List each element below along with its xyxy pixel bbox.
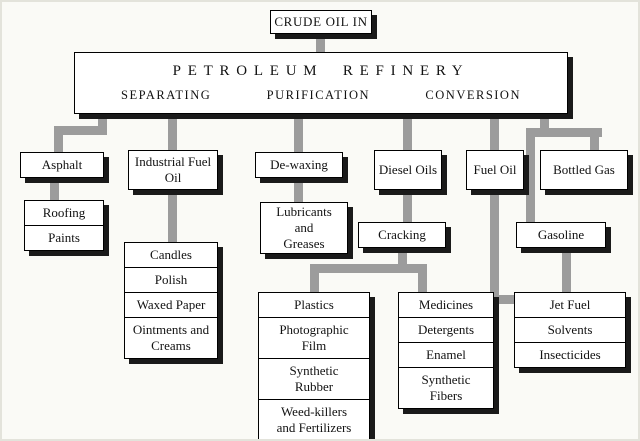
list-item: Synthetic Rubber — [259, 358, 369, 399]
refinery-process-row: SEPARATING PURIFICATION CONVERSION — [75, 79, 567, 103]
list-cracking-products-right: Medicines Detergents Enamel Synthetic Fi… — [398, 292, 494, 409]
connector-asphalt-to-roofing — [50, 178, 59, 202]
node-fuel-oil-label: Fuel Oil — [473, 162, 517, 177]
node-petroleum-refinery: PETROLEUM REFINERY SEPARATING PURIFICATI… — [74, 52, 568, 114]
list-item: Candles — [150, 247, 192, 262]
connector-ifo-to-candles — [168, 190, 177, 244]
node-asphalt: Asphalt — [20, 152, 104, 178]
node-gasoline-label: Gasoline — [537, 227, 585, 242]
connector-dewaxing-to-lubricants — [294, 178, 303, 204]
list-wax-products: Candles Polish Waxed Paper Ointments and… — [124, 242, 218, 359]
list-fuel-products: Jet Fuel Solvents Insecticides — [514, 292, 626, 368]
connector-fuel-oil-to-jetfuel — [490, 295, 520, 304]
list-item: Detergents — [399, 317, 493, 342]
list-asphalt-products: Roofing Paints — [24, 200, 104, 251]
list-item: Solvents — [515, 317, 625, 342]
connector-left-bar — [54, 126, 107, 135]
connector-to-bottled-gas — [590, 128, 599, 154]
list-item: Plastics — [294, 297, 334, 312]
connector-right-stub — [540, 113, 549, 133]
node-gasoline: Gasoline — [516, 222, 606, 248]
list-item: Waxed Paper — [125, 292, 217, 317]
node-bottled-gas-label: Bottled Gas — [553, 162, 615, 177]
list-item: Photographic Film — [259, 317, 369, 358]
process-separating: SEPARATING — [121, 88, 212, 102]
connector-to-fuel-oil — [490, 113, 499, 152]
list-item: Weed-killers and Fertilizers — [259, 399, 369, 439]
list-cracking-products-left: Plastics Photographic Film Synthetic Rub… — [258, 292, 370, 439]
connector-gasoline-to-fuel-products — [562, 248, 571, 294]
connector-fuel-oil-down — [490, 190, 499, 302]
node-de-waxing-label: De-waxing — [270, 157, 328, 172]
connector-to-plastics — [310, 264, 319, 294]
connector-to-medicines — [418, 264, 427, 294]
node-crude-oil-in: CRUDE OIL IN — [270, 10, 372, 34]
connector-to-industrial-fuel-oil — [168, 113, 177, 152]
list-item: Synthetic Fibers — [399, 367, 493, 408]
node-bottled-gas: Bottled Gas — [540, 150, 628, 190]
process-conversion: CONVERSION — [425, 88, 521, 102]
connector-right-bar — [526, 128, 602, 137]
node-cracking: Cracking — [358, 222, 446, 248]
node-diesel-oils: Diesel Oils — [374, 150, 442, 190]
list-item: Polish — [125, 267, 217, 292]
list-item: Enamel — [399, 342, 493, 367]
node-lubricants-and-greases: Lubricants and Greases — [260, 202, 348, 254]
list-item: Roofing — [42, 205, 86, 220]
node-diesel-oils-label: Diesel Oils — [378, 162, 438, 177]
connector-to-asphalt — [54, 126, 63, 154]
node-fuel-oil: Fuel Oil — [466, 150, 524, 190]
node-lubricants-label: Lubricants and Greases — [276, 204, 332, 251]
connector-to-gasoline — [526, 128, 535, 224]
node-industrial-fuel-oil-label: Industrial Fuel Oil — [134, 154, 212, 185]
refinery-title: PETROLEUM REFINERY — [172, 63, 470, 79]
list-item: Insecticides — [515, 342, 625, 367]
node-cracking-label: Cracking — [378, 227, 426, 242]
connector-cracking-bar — [310, 264, 427, 273]
node-asphalt-label: Asphalt — [41, 157, 83, 172]
list-item: Jet Fuel — [549, 297, 591, 312]
connector-to-diesel — [403, 113, 412, 152]
list-item: Paints — [25, 225, 103, 250]
connector-crude-to-refinery — [316, 32, 325, 54]
connector-diesel-to-cracking — [403, 190, 412, 224]
node-de-waxing: De-waxing — [255, 152, 343, 178]
process-purification: PURIFICATION — [266, 88, 371, 102]
connector-left-stub — [98, 113, 107, 132]
node-crude-oil-in-label: CRUDE OIL IN — [274, 14, 368, 29]
list-item: Medicines — [418, 297, 474, 312]
list-item: Ointments and Creams — [125, 317, 217, 358]
connector-cracking-stub — [398, 248, 407, 272]
node-industrial-fuel-oil: Industrial Fuel Oil — [128, 150, 218, 190]
connector-to-dewaxing — [294, 113, 303, 154]
